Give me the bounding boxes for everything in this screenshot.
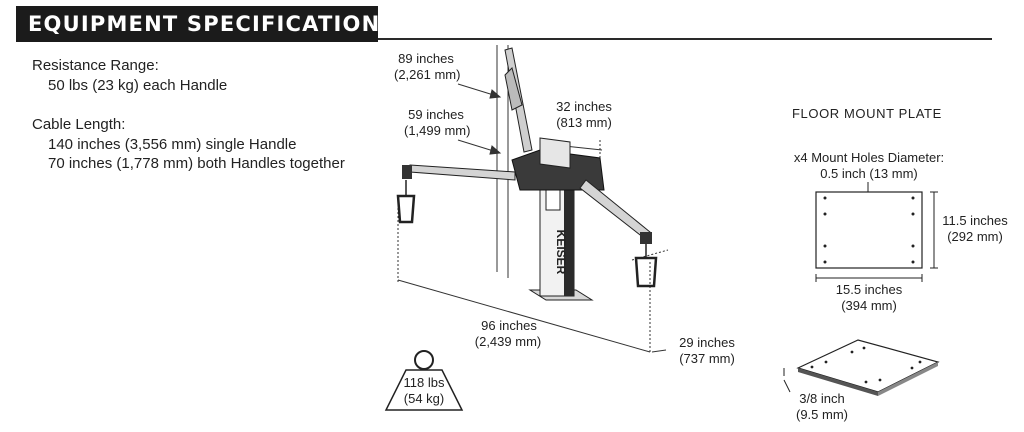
depth-mm: (813 mm) [556, 115, 612, 130]
plate-width-mm: (394 mm) [841, 298, 897, 313]
plate-height-label: 11.5 inches [942, 213, 1008, 228]
arrowhead [489, 89, 502, 99]
left-handle [396, 194, 416, 224]
machine-head [511, 149, 605, 191]
holes-label: x4 Mount Holes Diameter: [793, 150, 945, 165]
weight-label: 118 lbs [403, 375, 445, 390]
base-dimension-line [651, 349, 667, 353]
width-mm: (2,439 mm) [474, 334, 542, 349]
console-panel [539, 137, 571, 169]
cable-single-value: 140 inches (3,556 mm) single Handle [48, 136, 297, 153]
base-label: 29 inches [679, 335, 735, 350]
resistance-value: 50 lbs (23 kg) each Handle [48, 77, 228, 94]
holes-value: 0.5 inch (13 mm) [820, 166, 918, 181]
arrowhead [489, 145, 502, 155]
weight-kg: (54 kg) [403, 391, 445, 406]
column-side [564, 178, 574, 296]
column-display [545, 189, 561, 211]
height-mid-mm: (1,499 mm) [404, 123, 471, 138]
weight-icon [384, 350, 464, 411]
floor-plate-top-view [815, 182, 938, 282]
right-arm [579, 179, 651, 239]
brand-logo: KEISER [554, 230, 568, 275]
plate-thickness-mm: (9.5 mm) [796, 407, 848, 422]
plate-width-label: 15.5 inches [835, 282, 903, 297]
header-bar [16, 6, 378, 42]
resistance-label: Resistance Range: [32, 57, 159, 74]
height-max-label: 89 inches [398, 51, 454, 66]
right-arm-pulley [640, 232, 652, 244]
height-mid-label: 59 inches [408, 107, 464, 122]
floor-plate-perspective [783, 339, 940, 396]
width-label: 96 inches [481, 318, 537, 333]
base-mm: (737 mm) [679, 351, 735, 366]
depth-label: 32 inches [556, 99, 612, 114]
upper-handle [504, 67, 523, 111]
keiser-machine: KEISER [396, 47, 658, 301]
floor-plate-title: FLOOR MOUNT PLATE [792, 106, 942, 121]
cable-label: Cable Length: [32, 116, 126, 133]
plate-height-mm: (292 mm) [947, 229, 1003, 244]
header-rule [378, 38, 992, 40]
page-title: EQUIPMENT SPECIFICATIONS [28, 12, 397, 36]
left-arm [409, 164, 516, 181]
left-arm-pulley [402, 165, 412, 179]
plate-thickness-label: 3/8 inch [799, 391, 845, 406]
right-handle [634, 256, 658, 288]
cable-both-value: 70 inches (1,778 mm) both Handles togeth… [48, 155, 345, 172]
height-max-mm: (2,261 mm) [394, 67, 461, 82]
width-dimension-line [397, 279, 651, 353]
